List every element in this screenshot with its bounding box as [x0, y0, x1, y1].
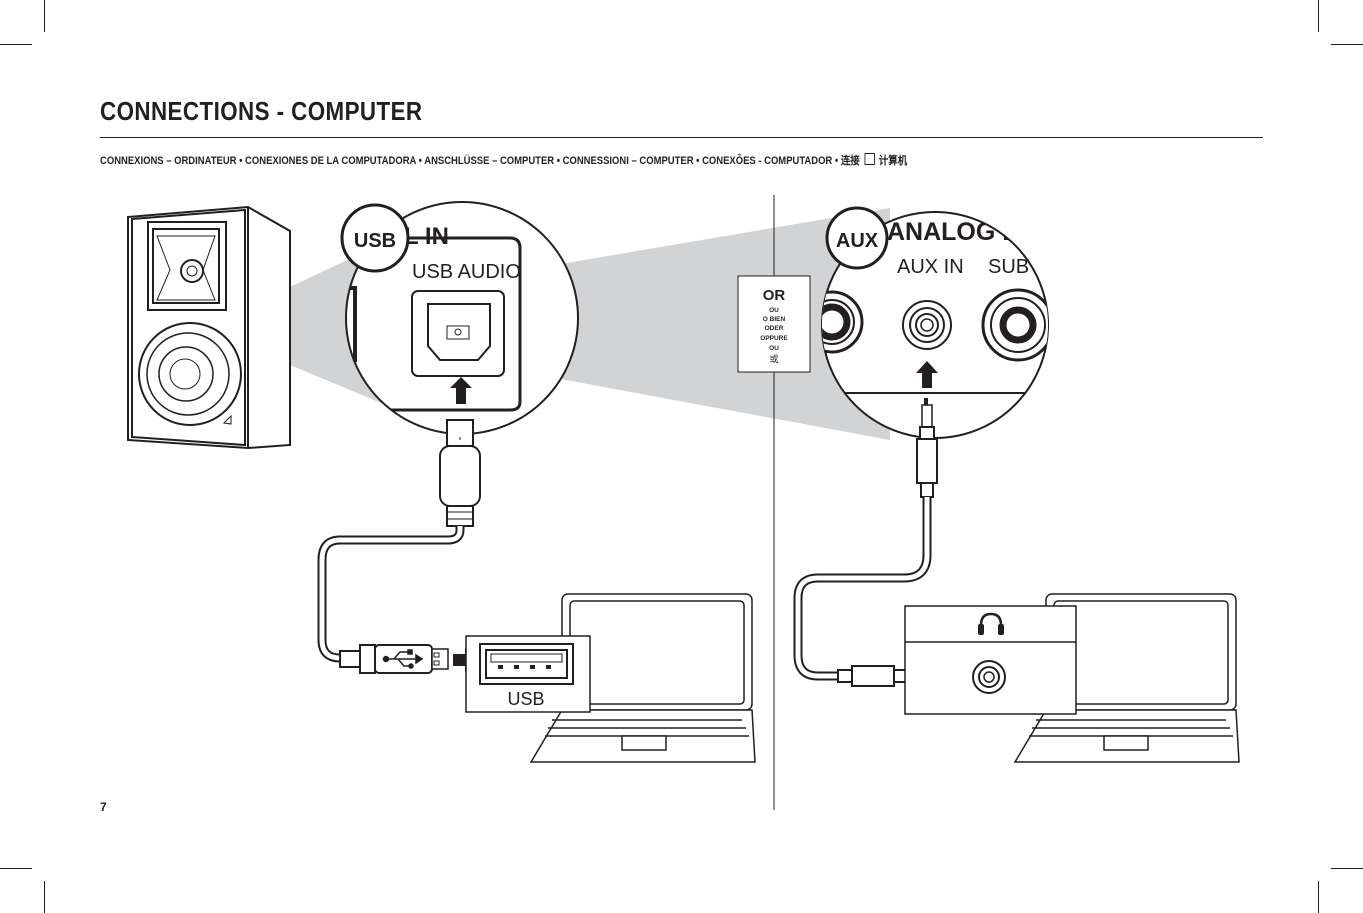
aux-badge: AUX	[825, 206, 889, 270]
crop-mark	[0, 44, 32, 45]
usb-badge: USB	[340, 203, 410, 273]
subtitle-translations-end: 计算机	[878, 155, 908, 167]
or-translation: O BIEN	[763, 316, 786, 323]
speaker-illustration	[127, 205, 291, 450]
or-translation: 或	[769, 353, 778, 364]
aux-zoom-callout: ANALOG IN/ SUB O AUX IN	[821, 211, 1050, 439]
usb-panel-header: L IN	[404, 223, 449, 250]
aux-cable	[793, 398, 938, 687]
subtitle-translations: CONNEXIONS – ORDINATEUR • CONEXIONES DE …	[100, 155, 860, 167]
usb-audio-port-label: USB AUDIO	[412, 261, 521, 283]
headphone-jack-panel	[904, 605, 1077, 715]
aux-badge-label: AUX	[836, 230, 879, 252]
crop-mark	[0, 868, 32, 869]
aux-in-port-label: AUX IN	[897, 256, 964, 278]
title-divider	[100, 137, 1263, 138]
or-translation: OU	[769, 345, 779, 352]
crop-mark	[1318, 881, 1319, 913]
or-translation: OPPURE	[760, 335, 788, 342]
missing-glyph-box	[864, 153, 875, 165]
arrow-up-icon	[916, 361, 938, 388]
or-box: OR OU O BIEN ODER OPPURE OU 或	[737, 275, 811, 373]
or-label: OR	[763, 287, 786, 304]
laptop-usb-port-label: USB	[507, 689, 544, 709]
sub-out-port-label: SUB O	[988, 256, 1050, 278]
crop-mark	[44, 0, 45, 32]
crop-mark	[44, 881, 45, 913]
crop-mark	[1331, 868, 1363, 869]
crop-mark	[1331, 44, 1363, 45]
headphones-icon	[978, 612, 1004, 635]
or-translation: OU	[769, 307, 779, 314]
usb-b-cable	[317, 419, 481, 674]
laptop-left	[529, 593, 756, 763]
page-subtitle: CONNEXIONS – ORDINATEUR • CONEXIONES DE …	[100, 152, 907, 168]
arrow-up-icon	[450, 377, 472, 404]
laptop-right	[1013, 593, 1240, 763]
page-title: CONNECTIONS - COMPUTER	[100, 96, 423, 126]
usb-a-port-panel: USB	[465, 635, 591, 713]
or-translation: ODER	[765, 325, 784, 332]
crop-mark	[1318, 0, 1319, 32]
usb-symbol-icon	[382, 649, 424, 669]
page-number: 7	[100, 800, 107, 814]
zoom-cone-aux	[555, 208, 890, 440]
usb-badge-label: USB	[354, 230, 396, 252]
